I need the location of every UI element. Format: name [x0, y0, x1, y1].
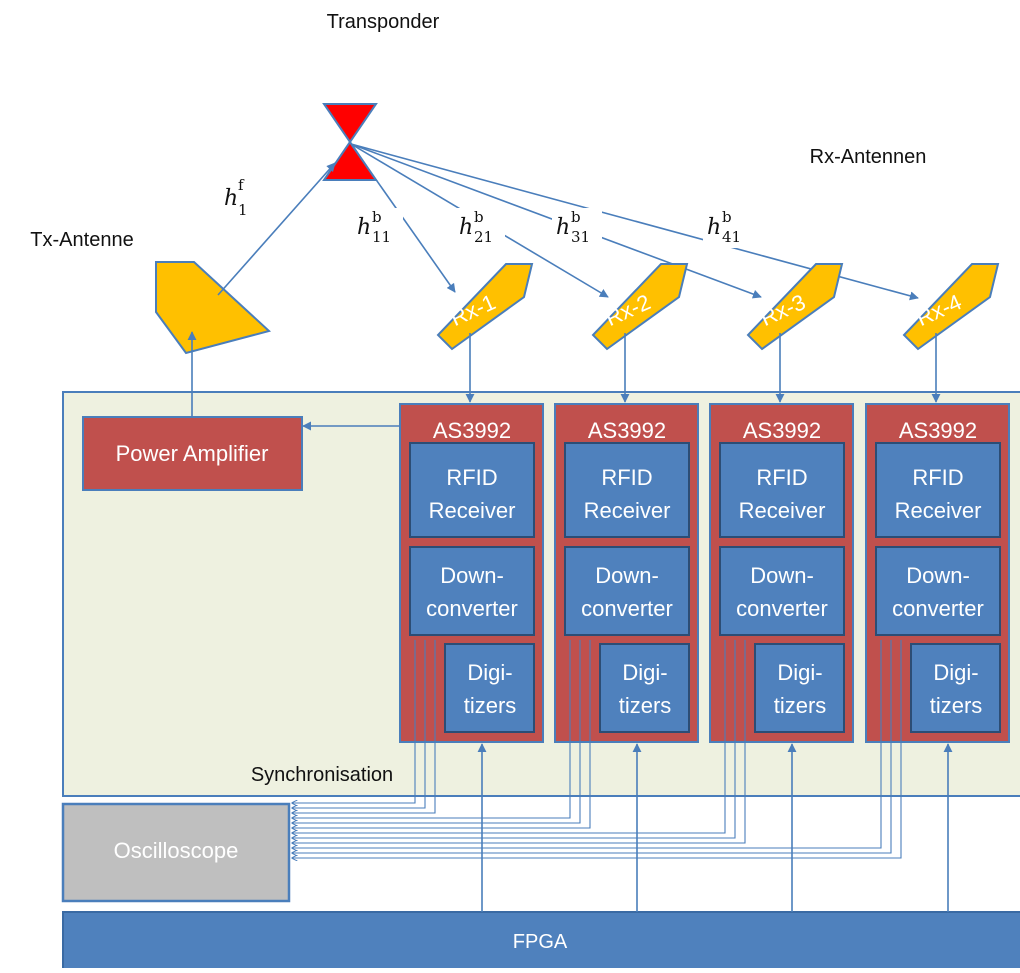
svg-text:41: 41 — [722, 228, 741, 246]
digitizers-1: Digi-tizers — [444, 643, 535, 733]
svg-text:converter: converter — [426, 596, 518, 621]
tx-antenne-label: Tx-Antenne — [30, 229, 133, 251]
svg-text:AS3992: AS3992 — [588, 418, 666, 443]
svg-text:FPGA: FPGA — [513, 931, 568, 953]
channel-label-h1f: h f 1 — [218, 172, 254, 222]
svg-text:21: 21 — [474, 228, 493, 246]
downconverter-1: Down-converter — [409, 546, 535, 636]
svg-text:h: h — [707, 215, 721, 240]
svg-text:converter: converter — [736, 596, 828, 621]
svg-text:Receiver: Receiver — [429, 498, 516, 523]
sync-line-2-1 — [292, 640, 571, 818]
power-amplifier-block: Power Amplifier — [82, 416, 303, 491]
svg-text:converter: converter — [892, 596, 984, 621]
digitizers-3: Digi-tizers — [754, 643, 845, 733]
svg-text:b: b — [722, 208, 732, 226]
sync-line-3-3 — [292, 640, 746, 843]
rfid-receiver-1: RFID Receiver — [409, 442, 535, 538]
rx-antenna-2: Rx-2 — [591, 263, 689, 351]
svg-text:f: f — [238, 176, 245, 194]
channel-label-h11b: h b 11 — [353, 208, 403, 248]
rx-antenna-1: Rx-1 — [436, 263, 534, 351]
svg-text:Receiver: Receiver — [739, 498, 826, 523]
oscilloscope-block: Oscilloscope — [61, 802, 291, 903]
svg-text:Digi-: Digi- — [467, 660, 512, 685]
svg-text:Digi-: Digi- — [777, 660, 822, 685]
sync-line-3-1 — [292, 640, 726, 833]
svg-text:Oscilloscope: Oscilloscope — [114, 838, 239, 863]
rfid-receiver-3: RFID Receiver — [719, 442, 845, 538]
svg-text:AS3992: AS3992 — [899, 418, 977, 443]
channel-label-h21b: h b 21 — [455, 208, 505, 248]
svg-text:tizers: tizers — [774, 693, 827, 718]
as3992-module-3: AS3992RFIDReceiverDown-converterDigi-tiz… — [709, 403, 854, 743]
sync-line-4-2 — [292, 640, 892, 853]
svg-text:Receiver: Receiver — [584, 498, 671, 523]
rx-antenna-3: Rx-3 — [746, 263, 844, 351]
svg-text:tizers: tizers — [619, 693, 672, 718]
downconverter-2: Down-converter — [564, 546, 690, 636]
svg-text:Down-: Down- — [595, 563, 659, 588]
svg-text:b: b — [372, 208, 382, 226]
forward-link-arrow — [217, 162, 336, 296]
rx-antenna-4: Rx-4 — [902, 263, 1000, 351]
svg-text:Down-: Down- — [440, 563, 504, 588]
synchronisation-label: Synchronisation — [251, 764, 393, 786]
sync-line-3-2 — [292, 640, 736, 838]
sync-line-2-3 — [292, 640, 591, 828]
sync-line-1-2 — [292, 640, 426, 808]
sync-line-2-2 — [292, 640, 581, 823]
svg-text:RFID: RFID — [601, 465, 652, 490]
svg-text:1: 1 — [238, 201, 248, 219]
svg-text:converter: converter — [581, 596, 673, 621]
as3992-module-2: AS3992RFIDReceiverDown-converterDigi-tiz… — [554, 403, 699, 743]
transponder-label: Transponder — [327, 11, 440, 33]
rfid-receiver-2: RFID Receiver — [564, 442, 690, 538]
sync-line-1-1 — [292, 640, 416, 803]
svg-text:h: h — [459, 215, 473, 240]
channel-label-h41b: h b 41 — [703, 208, 753, 248]
svg-text:Down-: Down- — [906, 563, 970, 588]
digitizers-4: Digi-tizers — [910, 643, 1001, 733]
sync-line-4-1 — [292, 640, 882, 848]
as3992-module-4: AS3992RFIDReceiverDown-converterDigi-tiz… — [865, 403, 1010, 743]
svg-text:11: 11 — [372, 228, 391, 246]
svg-text:tizers: tizers — [930, 693, 983, 718]
svg-text:Down-: Down- — [750, 563, 814, 588]
svg-text:RFID: RFID — [446, 465, 497, 490]
svg-text:b: b — [571, 208, 581, 226]
svg-text:h: h — [556, 215, 570, 240]
svg-text:RFID: RFID — [912, 465, 963, 490]
tx-antenna-icon — [155, 261, 272, 355]
svg-text:31: 31 — [571, 228, 590, 246]
channel-label-h31b: h b 31 — [552, 208, 602, 248]
as3992-module-1: AS3992RFIDReceiverDown-converterDigi-tiz… — [399, 403, 544, 743]
downconverter-4: Down-converter — [875, 546, 1001, 636]
transponder-icon — [322, 103, 378, 181]
sync-line-1-3 — [292, 640, 436, 813]
rfid-receiver-4: RFID Receiver — [875, 442, 1001, 538]
svg-text:b: b — [474, 208, 484, 226]
digitizers-2: Digi-tizers — [599, 643, 690, 733]
rx-antennen-label: Rx-Antennen — [810, 146, 927, 168]
svg-text:AS3992: AS3992 — [433, 418, 511, 443]
svg-text:h: h — [357, 215, 371, 240]
fpga-block: FPGA — [62, 911, 1020, 973]
downconverter-3: Down-converter — [719, 546, 845, 636]
svg-text:AS3992: AS3992 — [743, 418, 821, 443]
svg-text:Receiver: Receiver — [895, 498, 982, 523]
svg-text:tizers: tizers — [464, 693, 517, 718]
svg-text:Power Amplifier: Power Amplifier — [116, 441, 269, 466]
svg-text:Digi-: Digi- — [933, 660, 978, 685]
sync-line-4-3 — [292, 640, 902, 858]
svg-text:RFID: RFID — [756, 465, 807, 490]
svg-text:Digi-: Digi- — [622, 660, 667, 685]
svg-text:h: h — [224, 186, 238, 211]
